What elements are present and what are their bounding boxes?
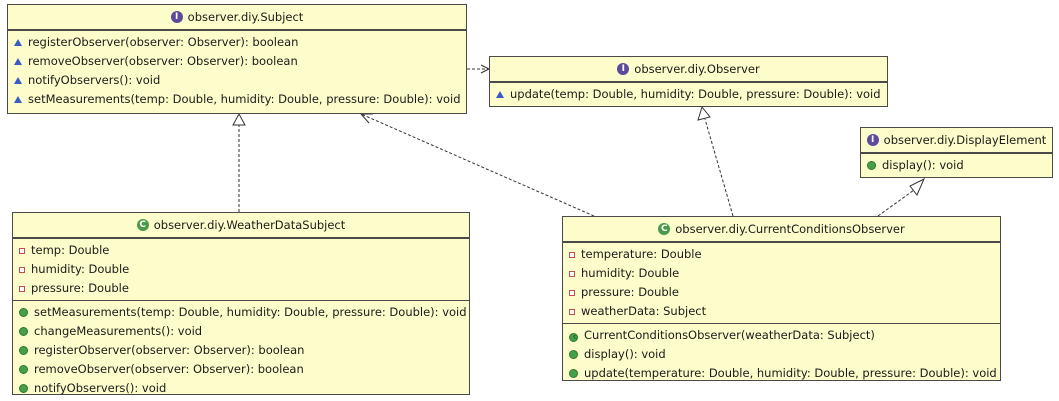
weatherdatasubject-fields: temp: Double humidity: Double pressure: … [13,239,469,301]
observer-interface-box[interactable]: I observer.diy.Observer update(temp: Dou… [489,56,888,107]
private-field-icon [569,308,575,315]
class-icon: C [658,223,671,235]
weatherdatasubject-title: observer.diy.WeatherDataSubject [153,218,346,232]
field-row[interactable]: pressure: Double [563,283,1000,302]
public-method-icon [867,161,876,170]
currentconditionsobserver-class-box[interactable]: C observer.diy.CurrentConditionsObserver… [562,216,1001,381]
package-visibility-icon [496,91,504,98]
weatherdatasubject-class-box[interactable]: C observer.diy.WeatherDataSubject temp: … [12,212,470,395]
private-field-icon [19,285,25,292]
displayelement-methods: display(): void [861,154,1052,177]
subject-header: I observer.diy.Subject [8,5,466,31]
class-icon: C [136,219,149,231]
subject-interface-box[interactable]: I observer.diy.Subject registerObserver(… [7,4,467,114]
method-row[interactable]: update(temperature: Double, humidity: Do… [563,364,1000,383]
method-row[interactable]: registerObserver(observer: Observer): bo… [13,341,469,360]
public-method-icon [19,365,28,374]
weatherdatasubject-methods: setMeasurements(temp: Double, humidity: … [13,301,469,400]
private-field-icon [569,289,575,296]
method-row[interactable]: update(temp: Double, humidity: Double, p… [490,85,887,104]
field-row[interactable]: temperature: Double [563,245,1000,264]
weatherdatasubject-header: C observer.diy.WeatherDataSubject [13,213,469,239]
field-row[interactable]: humidity: Double [563,264,1000,283]
public-method-icon [569,350,578,359]
field-row[interactable]: temp: Double [13,241,469,260]
method-row[interactable]: setMeasurements(temp: Double, humidity: … [8,90,466,109]
currentconditionsobserver-fields: temperature: Double humidity: Double pre… [563,243,1000,324]
public-method-icon [19,384,28,393]
public-method-icon [19,346,28,355]
method-row[interactable]: changeMeasurements(): void [13,322,469,341]
method-row[interactable]: removeObserver(observer: Observer): bool… [8,52,466,71]
private-field-icon [19,247,25,254]
constructor-icon: c [569,331,578,342]
interface-icon: I [617,63,630,75]
package-visibility-icon [14,58,22,65]
subject-methods: registerObserver(observer: Observer): bo… [8,31,466,111]
private-field-icon [19,266,25,273]
currentconditionsobserver-title: observer.diy.CurrentConditionsObserver [675,222,905,236]
method-row[interactable]: notifyObservers(): void [13,379,469,398]
displayelement-header: I observer.diy.DisplayElement [861,128,1052,154]
method-row[interactable]: setMeasurements(temp: Double, humidity: … [13,303,469,322]
interface-icon: I [170,11,183,23]
private-field-icon [569,270,575,277]
field-row[interactable]: humidity: Double [13,260,469,279]
public-method-icon [19,308,28,317]
method-row[interactable]: display(): void [861,156,1052,175]
method-row[interactable]: registerObserver(observer: Observer): bo… [8,33,466,52]
realization-currentconditions-observer [704,118,734,217]
method-row[interactable]: removeObserver(observer: Observer): bool… [13,360,469,379]
field-row[interactable]: pressure: Double [13,279,469,298]
observer-methods: update(temp: Double, humidity: Double, p… [490,83,887,106]
observer-header: I observer.diy.Observer [490,57,887,83]
private-field-icon [569,251,575,258]
observer-title: observer.diy.Observer [634,62,760,76]
subject-title: observer.diy.Subject [187,10,304,24]
package-visibility-icon [14,77,22,84]
displayelement-title: observer.diy.DisplayElement [883,133,1047,147]
realization-arrowhead-subject [232,112,246,126]
method-row[interactable]: notifyObservers(): void [8,71,466,90]
package-visibility-icon [14,39,22,46]
field-row[interactable]: weatherData: Subject [563,302,1000,321]
displayelement-interface-box[interactable]: I observer.diy.DisplayElement display():… [860,127,1053,178]
public-method-icon [569,369,578,378]
interface-icon: I [866,134,879,146]
realization-arrowhead-observer [697,105,711,121]
association-arrowhead [359,113,373,124]
package-visibility-icon [14,96,22,103]
currentconditionsobserver-header: C observer.diy.CurrentConditionsObserver [563,217,1000,243]
realization-currentconditions-displayelement [877,189,915,217]
association-currentconditions-subject [360,113,595,217]
public-method-icon [19,327,28,336]
method-row[interactable]: display(): void [563,345,1000,364]
realization-arrowhead-displayelement [909,177,926,196]
